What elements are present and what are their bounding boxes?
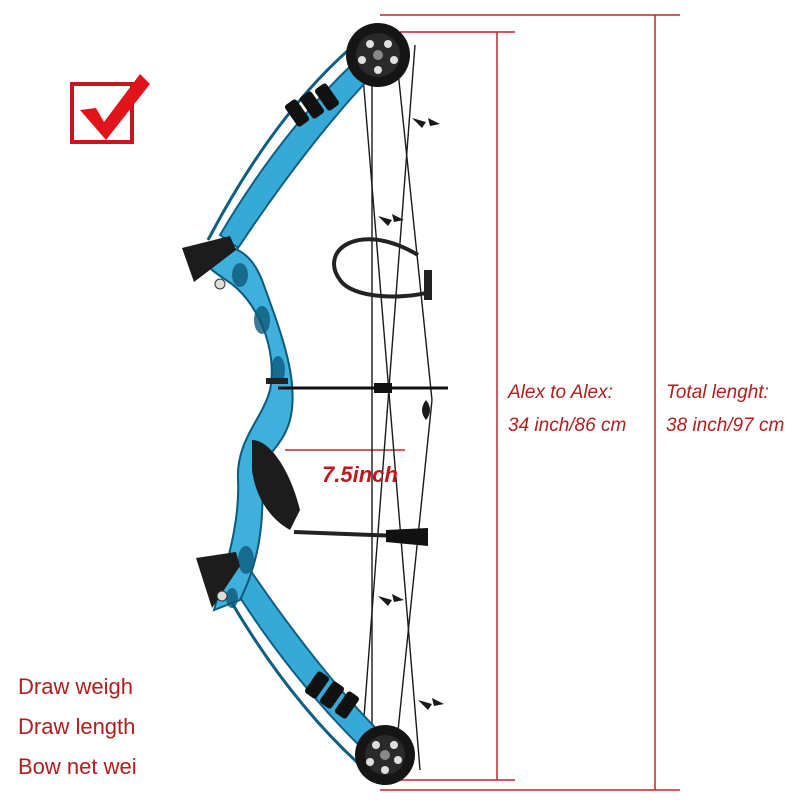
total-length-heading: Total lenght: [666, 382, 769, 403]
checkmark-icon [70, 74, 150, 144]
bottom-cam [355, 725, 415, 785]
stabilizer [293, 528, 428, 546]
axle-to-axle-heading: Alex to Alex: [508, 382, 613, 403]
lower-limb [206, 550, 394, 767]
upper-limb [206, 38, 394, 250]
top-cam [346, 23, 410, 87]
arrow-rest [278, 383, 448, 393]
draw-length-label: Draw length [18, 714, 136, 739]
bow-net-weight-label: Bow net wei [18, 754, 137, 779]
riser [182, 236, 300, 612]
total-length-value: 38 inch/97 cm [666, 415, 785, 436]
axle-to-axle-value: 34 inch/86 cm [508, 415, 627, 436]
bow-strings [359, 39, 433, 771]
cable-guard [332, 237, 431, 299]
grip [252, 440, 300, 530]
draw-weight-label: Draw weigh [18, 674, 133, 699]
string-silencers [378, 118, 444, 710]
brace-height-label: 7.5inch [322, 462, 398, 487]
dimension-lines [285, 14, 680, 791]
